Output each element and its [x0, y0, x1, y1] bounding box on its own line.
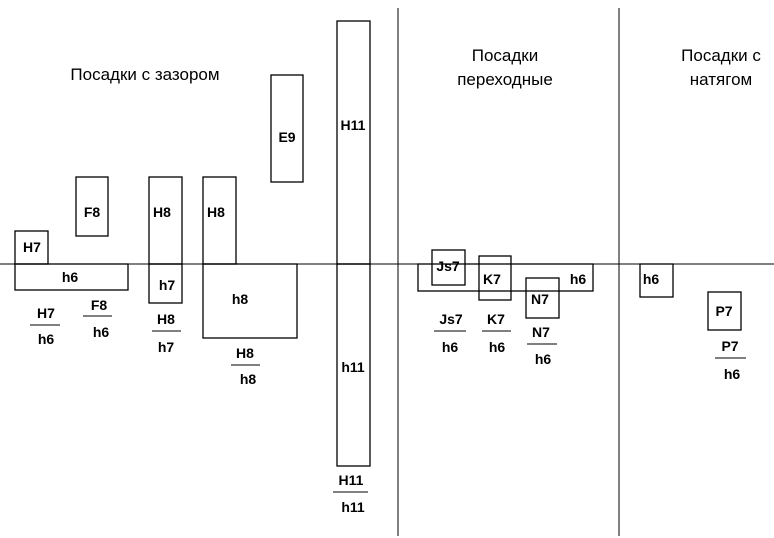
- fit-denominator: h7: [158, 339, 175, 355]
- zone-box-js7: [431, 249, 466, 286]
- fit-denominator: h6: [724, 366, 741, 382]
- zone-label-p7: P7: [715, 303, 732, 319]
- fit-p7-h6: P7 h6: [715, 338, 746, 382]
- fit-f8-h6: F8 h6: [83, 297, 112, 340]
- zone-label-h11-hole: H11: [341, 117, 366, 133]
- zone-box-h7-shaft: [148, 263, 183, 304]
- fit-numerator: H8: [236, 345, 254, 361]
- zone-box-h11-shaft: [336, 263, 371, 467]
- fit-h8-h8: H8 h8: [231, 345, 260, 387]
- fit-js7-h6: Js7 h6: [434, 311, 466, 355]
- section-title-transition-line1: Посадки: [472, 46, 538, 65]
- zone-label-h11-shaft: h11: [341, 359, 365, 375]
- fit-denominator: h8: [240, 371, 257, 387]
- zone-label-f8: F8: [84, 204, 101, 220]
- zone-box-k7: [478, 255, 512, 301]
- zone-box-e9: [270, 74, 304, 183]
- zone-label-e9: E9: [278, 129, 295, 145]
- fit-denominator: h11: [341, 499, 365, 515]
- fit-denominator: h6: [442, 339, 459, 355]
- zone-box-h8-hole-c: [202, 176, 237, 265]
- fit-h8-h7: H8 h7: [152, 311, 181, 355]
- zone-label-k7: K7: [483, 271, 501, 287]
- section-title-clearance: Посадки с зазором: [70, 65, 219, 84]
- section-title-interference-line1: Посадки с: [681, 46, 761, 65]
- fit-numerator: P7: [721, 338, 738, 354]
- fit-numerator: H11: [339, 472, 364, 488]
- fit-numerator: H8: [157, 311, 175, 327]
- zone-box-h8-hole-b: [148, 176, 183, 265]
- zone-label-h7-shaft: h7: [159, 277, 176, 293]
- zone-box-h6-interference: [639, 263, 674, 298]
- fit-k7-h6: K7 h6: [482, 311, 511, 355]
- fit-numerator: F8: [91, 297, 108, 313]
- zone-label-h6-interference: h6: [643, 271, 660, 287]
- zone-box-h8-shaft: [202, 263, 298, 339]
- fit-denominator: h6: [535, 351, 552, 367]
- zone-box-n7: [525, 277, 560, 319]
- fit-numerator: N7: [532, 324, 550, 340]
- zone-box-h6-transition: [417, 263, 594, 292]
- zone-label-h8-hole-c: H8: [207, 204, 225, 220]
- zone-label-n7: N7: [531, 291, 549, 307]
- zone-box-h6-shaft: [14, 263, 129, 291]
- fit-h11-h11: H11 h11: [333, 472, 368, 515]
- fit-numerator: H7: [37, 305, 55, 321]
- fit-numerator: Js7: [439, 311, 463, 327]
- zone-box-h11-hole: [336, 20, 371, 265]
- section-title-transition-line2: переходные: [457, 70, 553, 89]
- fit-denominator: h6: [38, 331, 55, 347]
- fit-h7-h6: H7 h6: [30, 305, 60, 347]
- zone-box-p7: [707, 291, 742, 331]
- fit-denominator: h6: [93, 324, 110, 340]
- zone-label-h8-shaft: h8: [232, 291, 249, 307]
- zone-label-js7: Js7: [436, 258, 460, 274]
- zone-label-h6-shaft: h6: [62, 269, 79, 285]
- section-title-interference-line2: натягом: [690, 70, 752, 89]
- zone-label-h7-hole: H7: [23, 239, 41, 255]
- fit-numerator: K7: [487, 311, 505, 327]
- fit-denominator: h6: [489, 339, 506, 355]
- zone-box-f8: [75, 176, 109, 237]
- zone-label-h6-transition: h6: [570, 271, 587, 287]
- fit-n7-h6: N7 h6: [527, 324, 557, 367]
- zone-label-h8-hole-b: H8: [153, 204, 171, 220]
